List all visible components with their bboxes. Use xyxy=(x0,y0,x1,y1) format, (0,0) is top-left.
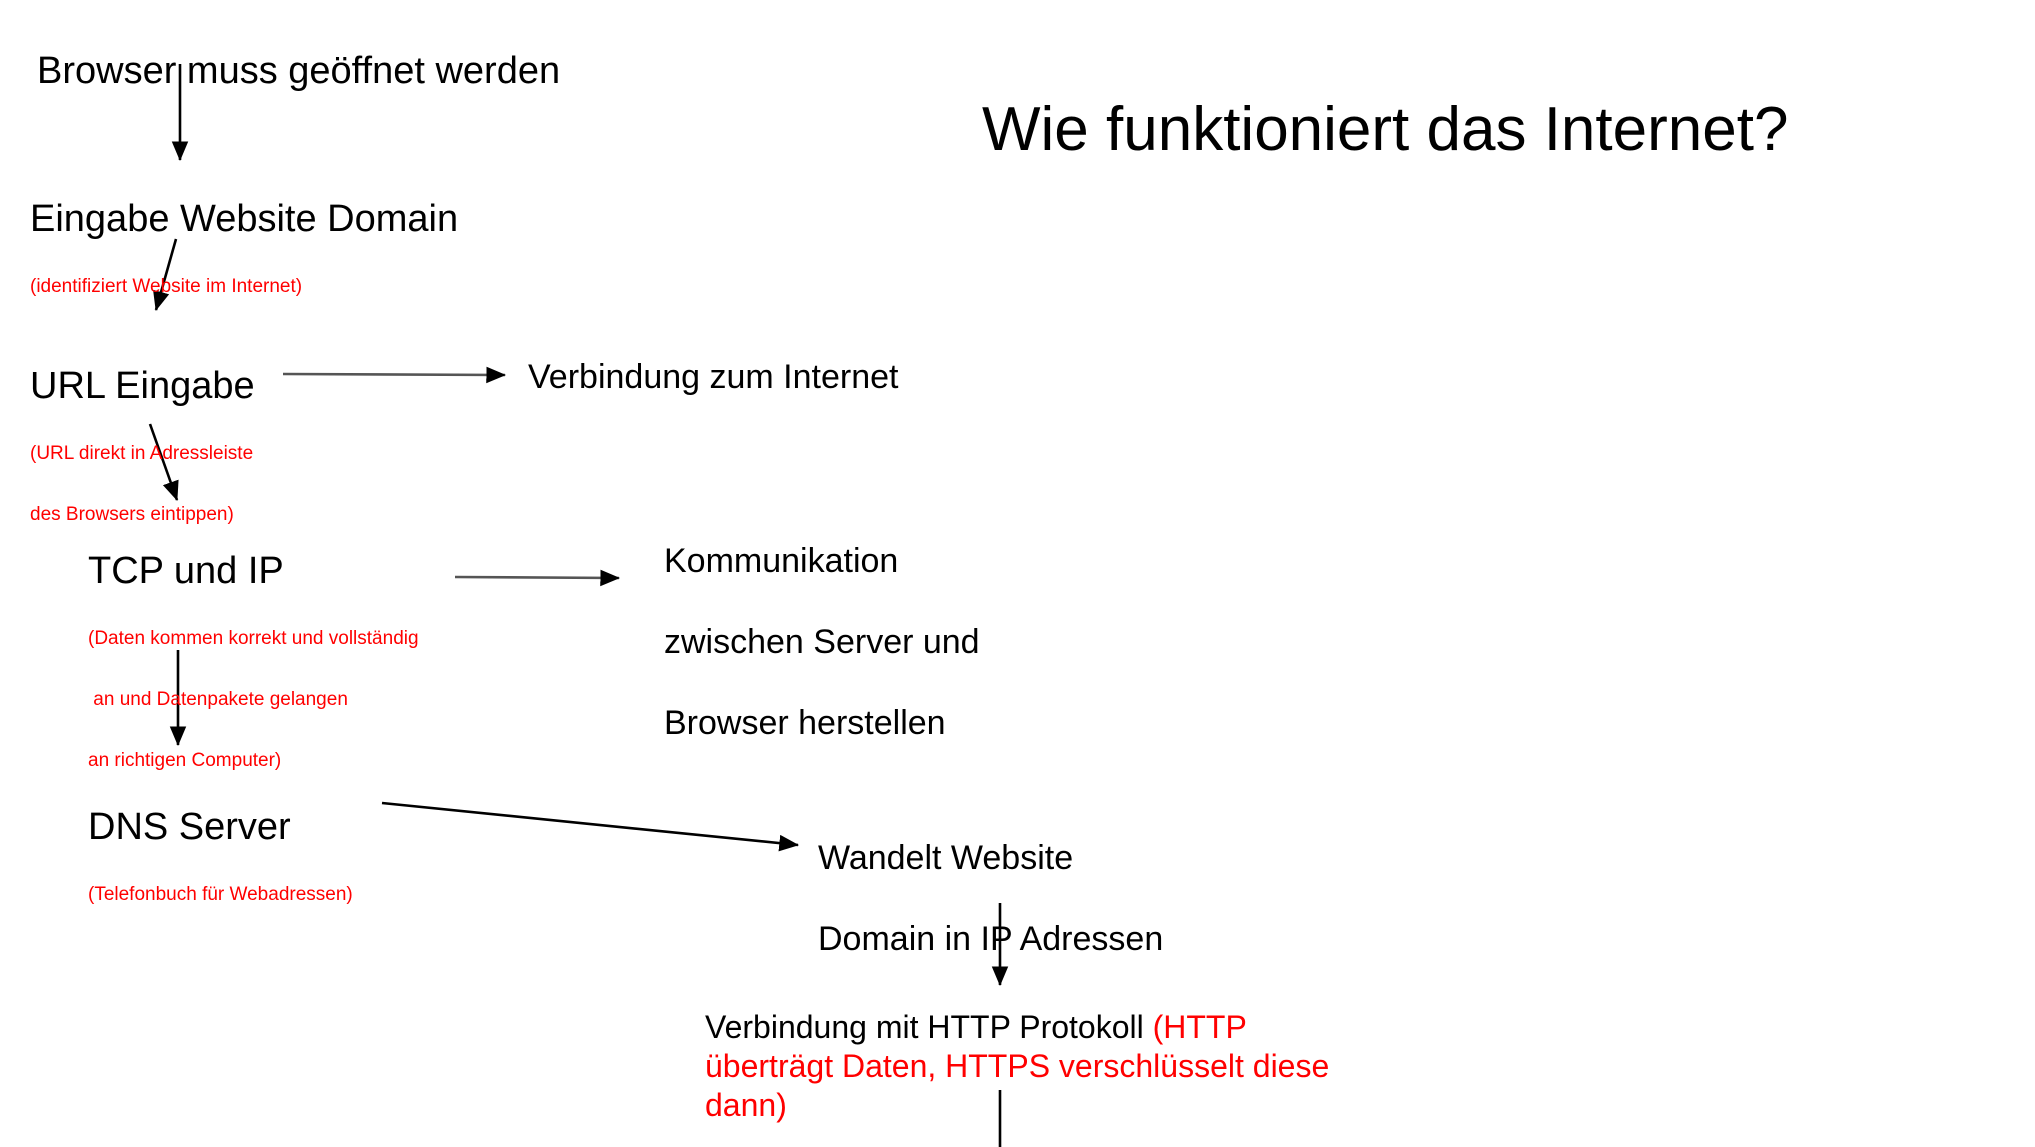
node-domain: Eingabe Website Domain (identifiziert We… xyxy=(30,163,458,336)
arrow-tcpip-to-kommunikation xyxy=(454,569,621,587)
node-dns: DNS Server (Telefonbuch für Webadressen) xyxy=(88,771,353,944)
node-url-heading: URL Eingabe xyxy=(30,365,255,407)
node-wandelt-line-1: Wandelt Website xyxy=(818,839,1074,877)
node-http-red-text: (HTTP überträgt Daten, HTTPS verschlüsse… xyxy=(705,1009,1330,1124)
arrow-url-to-internet xyxy=(282,366,507,384)
node-domain-heading: Eingabe Website Domain xyxy=(30,198,459,240)
slide-title: Wie funktioniert das Internet? xyxy=(982,95,1789,164)
node-http: Verbindung mit HTTP Protokoll (HTTP über… xyxy=(705,1008,1345,1125)
node-kommunikation-line-2: zwischen Server und xyxy=(664,623,980,662)
node-tcpip-note-line-3: an richtigen Computer) xyxy=(88,749,282,771)
node-wandelt: Wandelt Website Domain in IP Adressen xyxy=(818,800,1163,998)
node-url-note-line-1: (URL direkt in Adressleiste xyxy=(30,443,254,465)
node-tcpip-note-line-1: (Daten kommen korrekt und vollständig xyxy=(88,628,419,650)
node-tcpip-note-line-2: an und Datenpakete gelangen xyxy=(88,688,348,710)
node-domain-note: (identifiziert Website im Internet) xyxy=(30,276,303,298)
node-dns-note: (Telefonbuch für Webadressen) xyxy=(88,884,353,906)
node-tcpip: TCP und IP (Daten kommen korrekt und vol… xyxy=(88,515,419,809)
node-kommunikation-line-1: Kommunikation xyxy=(664,542,899,580)
node-dns-heading: DNS Server xyxy=(88,806,291,848)
node-url-note-line-2: des Browsers eintippen) xyxy=(30,503,234,525)
node-browser-heading: Browser muss geöffnet werden xyxy=(37,50,561,92)
node-wandelt-line-2: Domain in IP Adressen xyxy=(818,920,1164,959)
arrow-dns-to-wandelt xyxy=(381,801,800,852)
node-internet-label: Verbindung zum Internet xyxy=(528,358,899,396)
node-browser: Browser muss geöffnet werden xyxy=(37,15,560,127)
node-url: URL Eingabe (URL direkt in Adressleiste … xyxy=(30,330,255,564)
node-kommunikation: Kommunikation zwischen Server und Browse… xyxy=(664,503,980,783)
node-http-black-text: Verbindung mit HTTP Protokoll xyxy=(705,1009,1153,1045)
node-kommunikation-line-3: Browser herstellen xyxy=(664,704,946,743)
node-tcpip-heading: TCP und IP xyxy=(88,550,284,592)
